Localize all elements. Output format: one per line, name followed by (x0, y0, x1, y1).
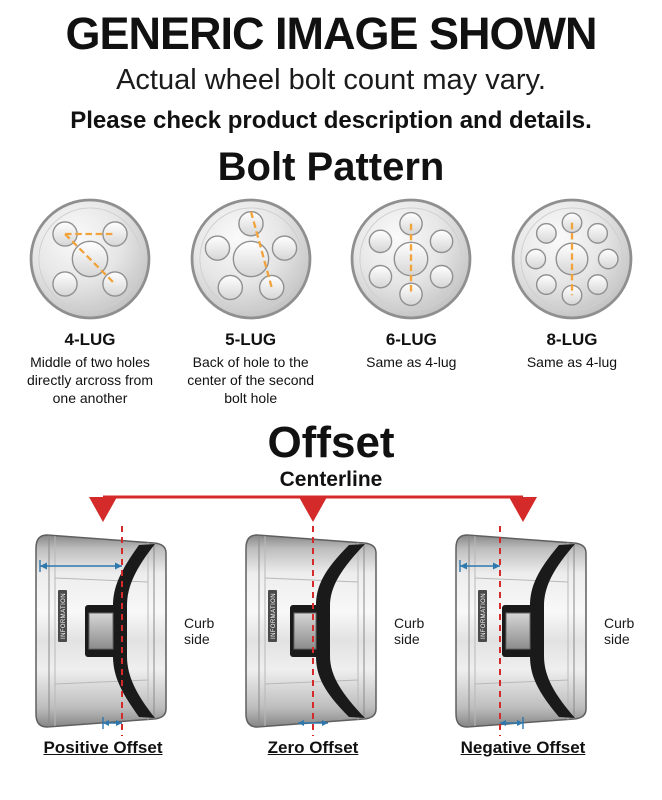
wheel-disc (113, 543, 155, 718)
offset-diagram-zero: INFORMATION Curb side (238, 525, 448, 736)
lug-holes (52, 221, 128, 297)
5-lug-diagram (190, 198, 312, 320)
6-lug-diagram (350, 198, 472, 320)
lug-item-4: 4-LUG Middle of two holes directly arcro… (12, 194, 168, 408)
bolt-pattern-section: Bolt Pattern (0, 145, 662, 408)
rim-stamp-text: INFORMATION (481, 593, 487, 639)
offset-section: Offset Centerline (0, 418, 662, 758)
page-note: Please check product description and det… (70, 107, 592, 134)
negative-offset-label: Negative Offset (460, 737, 586, 757)
page-title: GENERIC IMAGE SHOWN (65, 8, 597, 59)
lug-item-8: 8-LUG Same as 4-lug (494, 194, 650, 408)
lug-holes (525, 212, 619, 306)
lug-label: 4-LUG (64, 330, 116, 349)
offset-diagram-negative: INFORMATION Curb side (448, 525, 658, 736)
offset-diagram-positive: INFORMATION Curb side (28, 525, 238, 736)
lug-holes (368, 211, 454, 307)
rim-stamp-text: INFORMATION (61, 593, 67, 639)
rim-stamp (478, 589, 487, 642)
centerline-arrow-icon (89, 496, 117, 522)
lug-description: Same as 4-lug (366, 354, 457, 370)
wheel-disc (530, 543, 575, 718)
centerline-pointer-band (89, 495, 537, 522)
measure-line (64, 232, 116, 285)
curb-side-label: Curb side (604, 614, 635, 647)
curb-side-label: Curb side (394, 614, 425, 647)
positive-offset-wheel: INFORMATION (35, 525, 167, 736)
measure-line (249, 211, 273, 288)
positive-offset-label: Positive Offset (43, 737, 163, 757)
lug-description: Middle of two holes directly arcross fro… (26, 354, 154, 406)
4-lug-diagram (29, 198, 151, 320)
negative-offset-wheel: INFORMATION (455, 525, 587, 736)
zero-offset-wheel: INFORMATION (245, 525, 377, 736)
centerline-arrow-icon (509, 496, 537, 522)
centerline-label: Centerline (279, 467, 383, 491)
lug-label: 8-LUG (546, 330, 598, 349)
lug-row: 4-LUG Middle of two holes directly arcro… (0, 194, 662, 408)
curb-side-label: Curb side (184, 614, 215, 647)
rim-stamp (268, 589, 277, 642)
offset-diagrams-row: INFORMATION Curb side (0, 525, 662, 736)
wheel-disc (316, 543, 365, 718)
rim-stamp (58, 589, 67, 642)
lug-label: 6-LUG (385, 330, 437, 349)
center-bore (232, 240, 269, 278)
lug-description: Back of hole to the center of the second… (187, 354, 315, 406)
offset-labels-row: Positive Offset Zero Offset Negative Off… (0, 738, 662, 758)
lug-label: 5-LUG (225, 330, 277, 349)
offset-title: Offset (267, 417, 395, 467)
8-lug-diagram (511, 198, 633, 320)
rim-stamp-text: INFORMATION (271, 593, 277, 639)
lug-holes (204, 210, 297, 301)
page-subtitle: Actual wheel bolt count may vary. (116, 64, 546, 96)
lug-description: Same as 4-lug (526, 354, 618, 370)
zero-offset-label: Zero Offset (267, 737, 359, 757)
centerline-arrow-icon (299, 496, 327, 522)
lug-item-5: 5-LUG Back of hole to the center of the … (173, 194, 329, 408)
lug-item-6: 6-LUG Same as 4-lug (333, 194, 489, 408)
bolt-pattern-title: Bolt Pattern (217, 145, 445, 189)
